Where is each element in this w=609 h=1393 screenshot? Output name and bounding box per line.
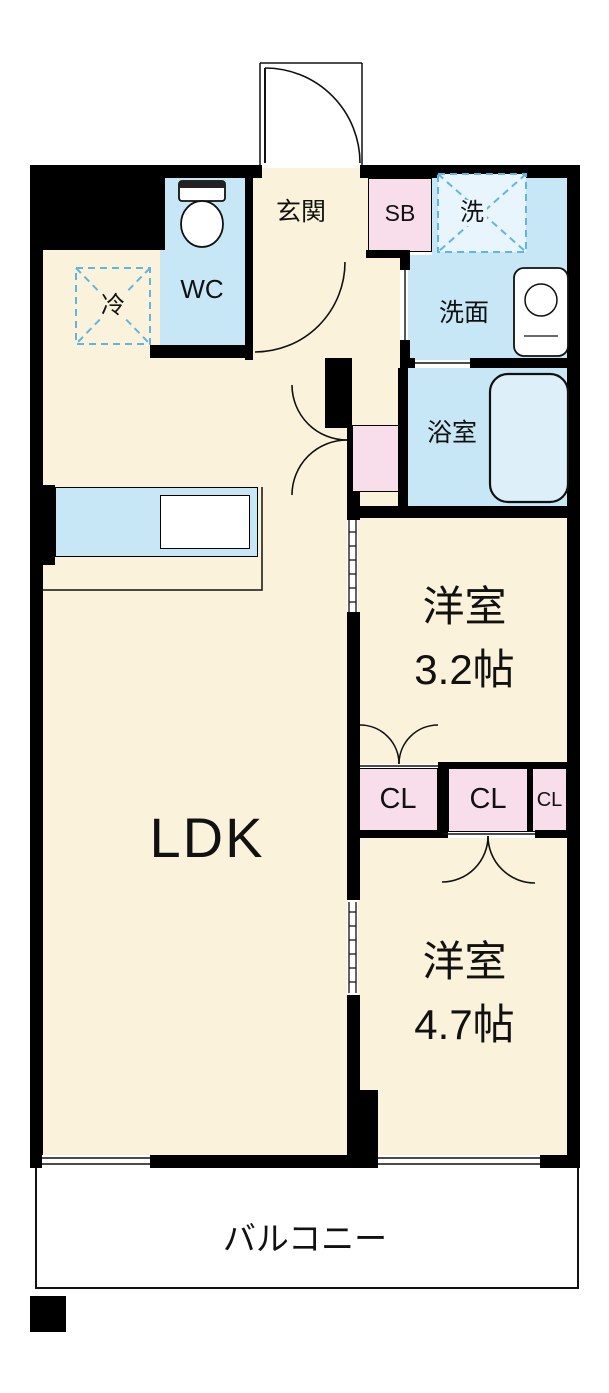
wall (347, 428, 353, 492)
label-washer-text: 洗 (457, 199, 487, 227)
wall (360, 165, 580, 178)
bedroom2-size: 4.7帖 (414, 1000, 515, 1048)
wall (400, 255, 410, 270)
label-shoebox: SB (384, 200, 416, 227)
wall (567, 165, 580, 1168)
label-fridge: 冷 (83, 291, 143, 321)
bedroom1-name: 洋室 (422, 582, 507, 630)
label-bedroom-1: 洋室 3.2帖 (362, 570, 567, 705)
wall (245, 165, 253, 360)
label-bedroom-2: 洋室 4.7帖 (362, 925, 567, 1060)
wall (347, 506, 580, 518)
wall (470, 358, 580, 368)
wall (150, 345, 253, 358)
room-bedroom-2 (358, 838, 567, 1155)
wall (347, 838, 360, 900)
wall (30, 1155, 42, 1168)
entrance-door-arc (259, 62, 363, 165)
room-bedroom-1 (358, 518, 567, 764)
bedroom2-name: 洋室 (422, 937, 507, 985)
wall (347, 995, 360, 1090)
label-closet-1: CL (379, 783, 417, 816)
wall (400, 340, 410, 360)
wall (438, 762, 448, 838)
wall (366, 250, 410, 258)
label-closet-3: CL (536, 789, 563, 811)
bath-side-cabinet (352, 425, 400, 492)
wall (398, 368, 408, 508)
wall (535, 830, 567, 838)
wall (30, 250, 43, 1155)
label-ldk: LDK (149, 805, 265, 869)
sliding-door-bedroom2 (348, 902, 357, 993)
wall (347, 612, 360, 764)
wall (347, 492, 360, 520)
sliding-door-bedroom1 (348, 520, 357, 612)
wall (347, 830, 442, 838)
closet-2 (448, 768, 528, 832)
wall (400, 358, 415, 368)
wall (438, 762, 567, 768)
bedroom1-size: 3.2帖 (414, 645, 515, 693)
label-washroom: 洗面 (438, 299, 489, 328)
closet-1 (358, 768, 438, 832)
wall (528, 768, 532, 832)
kitchen-sink (160, 495, 250, 549)
label-fridge-text: 冷 (98, 292, 128, 320)
label-bathroom: 浴室 (426, 419, 477, 448)
wall (325, 358, 352, 428)
wall (150, 1155, 347, 1168)
label-genkan: 玄関 (275, 198, 326, 227)
wall (30, 485, 55, 565)
balcony-corner-block (30, 1296, 66, 1332)
label-closet-2: CL (469, 783, 507, 816)
label-wc: WC (180, 273, 224, 304)
label-balcony: バルコニー (222, 1219, 388, 1257)
wall (540, 1155, 580, 1168)
wall (30, 165, 165, 250)
wall (347, 762, 360, 838)
wall (165, 165, 262, 178)
label-washer: 洗 (442, 198, 502, 228)
wall (347, 1090, 378, 1168)
room-wc (160, 168, 245, 348)
